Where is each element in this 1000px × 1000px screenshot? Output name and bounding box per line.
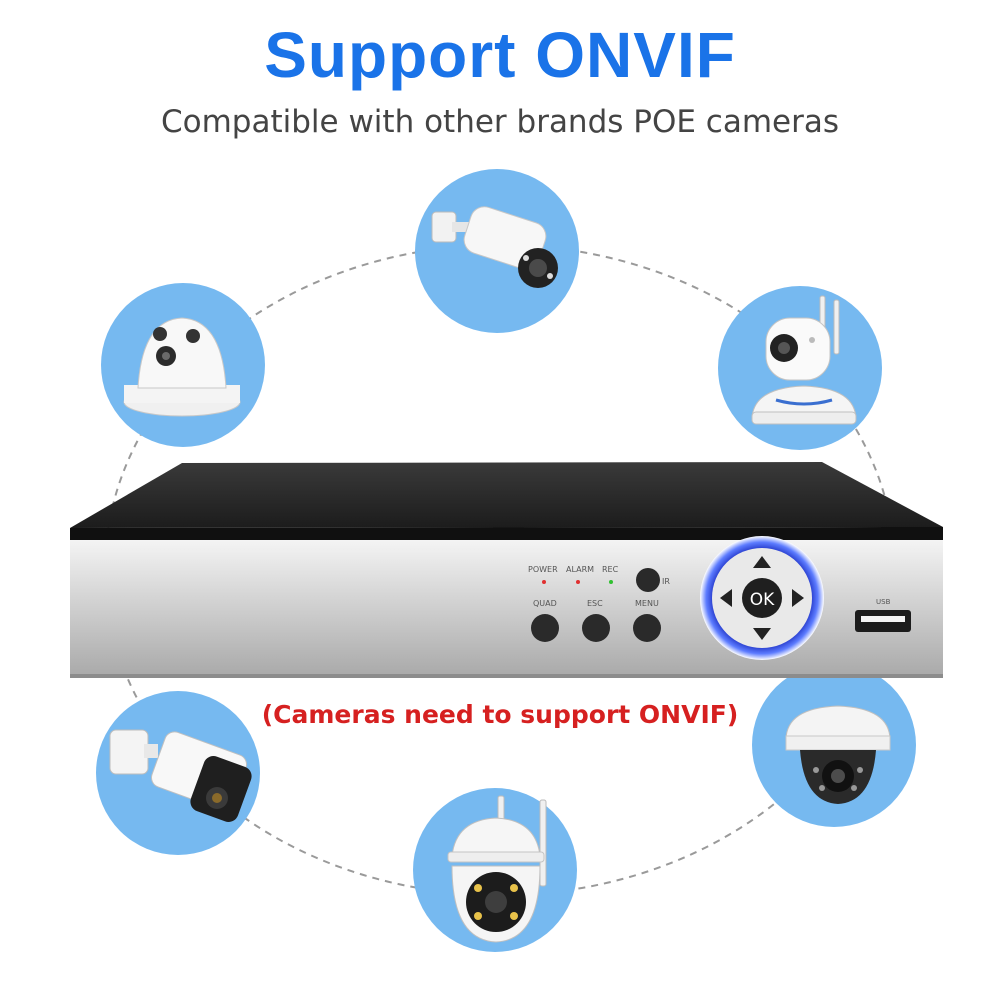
esc-label: ESC <box>587 599 603 608</box>
indicator-power-label: POWER <box>528 565 558 574</box>
ptz-wifi-camera-icon <box>447 795 547 943</box>
dpad[interactable]: OK <box>700 536 824 660</box>
camera-left-bottom <box>96 691 260 855</box>
quad-label: QUAD <box>533 599 557 608</box>
dpad-up-icon[interactable] <box>753 556 771 568</box>
power-led <box>542 580 546 584</box>
dpad-right-icon[interactable] <box>792 589 804 607</box>
esc-button[interactable] <box>582 614 610 642</box>
quad-button[interactable] <box>531 614 559 642</box>
bullet-camera-icon <box>431 206 558 288</box>
page-subtitle: Compatible with other brands POE cameras <box>160 104 840 140</box>
camera-left-top <box>101 283 265 447</box>
dpad-left-icon[interactable] <box>720 589 732 607</box>
indicator-group: POWER ALARM REC <box>528 565 619 584</box>
menu-button[interactable] <box>633 614 661 642</box>
dome-camera-icon <box>785 705 891 804</box>
camera-bottom <box>413 788 577 952</box>
ok-button[interactable] <box>742 578 782 618</box>
menu-label: MENU <box>635 599 659 608</box>
dpad-down-icon[interactable] <box>753 628 771 640</box>
camera-right-top <box>718 286 882 450</box>
bullet-camera-icon <box>109 729 252 822</box>
ok-label: OK <box>750 590 775 610</box>
ir-label: IR <box>662 577 670 586</box>
camera-right-bottom <box>752 663 916 827</box>
indicator-rec-label: REC <box>602 565 619 574</box>
indicator-alarm-label: ALARM <box>566 565 594 574</box>
ir-sensor <box>636 568 660 592</box>
usb-label: USB <box>876 598 891 606</box>
dome-camera-icon <box>123 317 241 417</box>
wifi-pan-tilt-camera-icon <box>751 295 857 425</box>
page-title: Support ONVIF <box>264 19 736 91</box>
rec-led <box>609 580 613 584</box>
alarm-led <box>576 580 580 584</box>
camera-top <box>415 169 579 333</box>
nvr-device <box>70 462 943 678</box>
onvif-note: (Cameras need to support ONVIF) <box>261 700 739 729</box>
usb-port-tongue <box>861 616 905 622</box>
